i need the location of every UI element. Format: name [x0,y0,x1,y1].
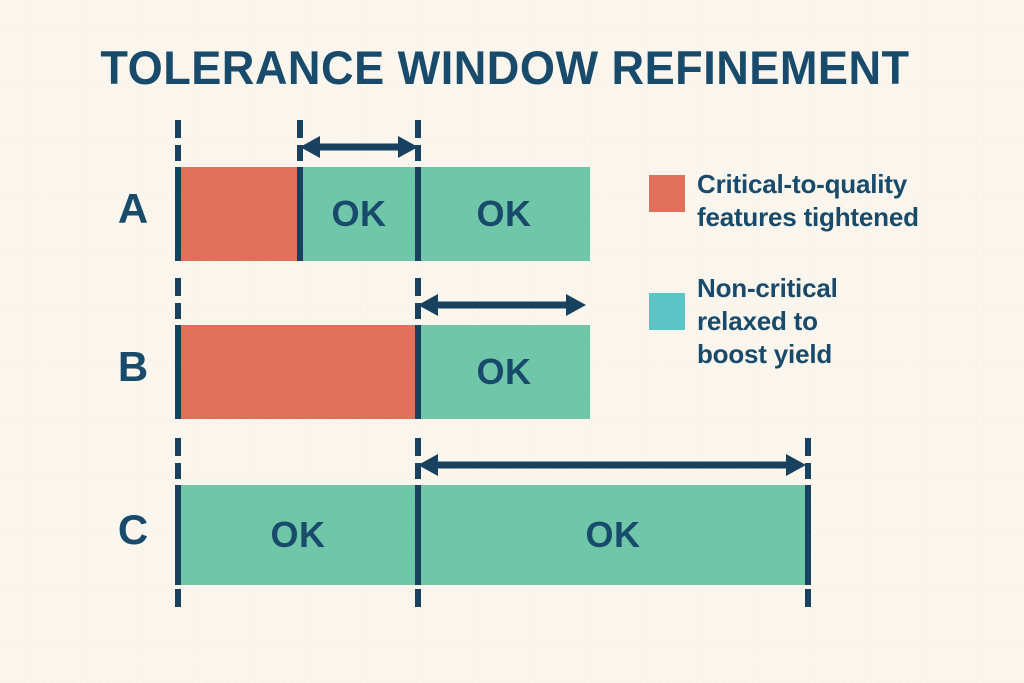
limit-dash-above [175,438,181,456]
limit-dash-above [175,463,181,479]
limit-dash-below [415,589,421,607]
limit-dash-above [297,145,303,161]
bar-segment-critical [178,325,418,419]
tolerance-limit-line [175,485,181,585]
limit-dash-above [175,145,181,161]
limit-dash-above [415,438,421,456]
page-title: TOLERANCE WINDOW REFINEMENT [100,41,910,94]
bar-segment-critical [178,167,300,261]
limit-dash-above [805,463,811,479]
limit-dash-above [805,438,811,456]
segment-status-label: OK [270,514,326,555]
segment-status-label: OK [476,351,532,392]
row-label-b: B [117,343,149,390]
limit-dash-above [175,278,181,296]
legend-label-line: boost yield [697,339,833,369]
legend-label-line: relaxed to [697,306,818,336]
tolerance-limit-line [415,325,421,419]
legend-label-line: Non-critical [697,273,838,303]
limit-dash-above [415,145,421,161]
tolerance-limit-line [175,167,181,261]
bar-segment-noncritical: OK [178,485,418,585]
tolerance-span-arrow-c [418,452,806,478]
segment-status-label: OK [476,193,532,234]
segment-status-label: OK [585,514,641,555]
tolerance-limit-line [415,167,421,261]
tolerance-span-arrow-b [418,292,586,318]
bar-segment-noncritical: OK [300,167,418,261]
limit-dash-above [415,120,421,138]
segment-status-label: OK [331,193,387,234]
limit-dash-below [175,589,181,607]
tolerance-bar-c: OK OK [178,485,808,585]
legend-swatch-noncritical [649,293,685,330]
tolerance-limit-line [297,167,303,261]
limit-dash-above [415,278,421,296]
tolerance-bar-b: OK [178,325,590,419]
row-label-c: C [117,506,149,553]
tolerance-limit-line [415,485,421,585]
tolerance-bar-a: OK OK [178,167,590,261]
tolerance-limit-line [805,485,811,585]
legend-swatch-critical [649,175,685,212]
limit-dash-above [175,303,181,319]
limit-dash-above [297,120,303,138]
limit-dash-above [415,463,421,479]
legend-label-line: Critical-to-quality [697,169,907,199]
limit-dash-below [805,589,811,607]
legend-label-line: features tightened [697,202,919,232]
bar-segment-noncritical: OK [418,325,590,419]
bar-segment-noncritical: OK [418,167,590,261]
tolerance-span-arrow-a [300,134,418,160]
row-label-a: A [117,185,149,232]
bar-segment-noncritical: OK [418,485,808,585]
tolerance-limit-line [175,325,181,419]
limit-dash-above [415,303,421,319]
limit-dash-above [175,120,181,138]
